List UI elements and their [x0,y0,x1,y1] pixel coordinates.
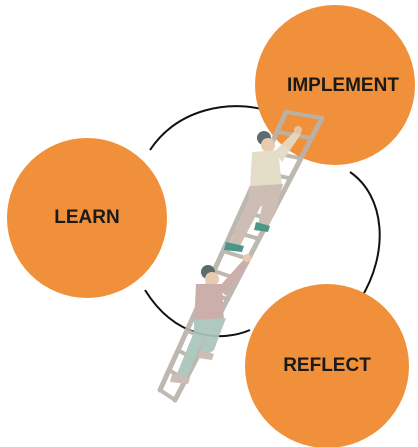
learn-circle [7,138,167,298]
reflect-circle [245,284,409,447]
implement-circle [255,5,415,165]
bottom-climber [170,254,251,384]
ladder-rung [284,110,324,120]
arc-learn-to-implement [149,105,266,151]
implement-label: IMPLEMENT [287,75,399,96]
ladder-rung [158,388,177,402]
top-climber [224,126,302,252]
learn-label: LEARN [54,207,119,228]
reflect-label: REFLECT [283,355,371,376]
ladder-climbers-icon [157,109,325,403]
arc-implement-to-reflect [349,171,381,301]
